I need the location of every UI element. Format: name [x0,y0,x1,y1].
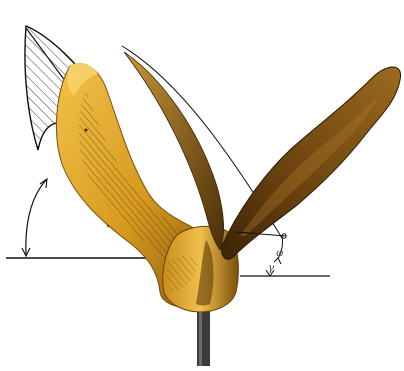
hub-cross-hatch [165,256,198,292]
blade-axis-right [235,231,287,237]
right-blade [221,66,402,260]
angle-label-right: φ [276,248,283,259]
hub-shadow [196,240,214,306]
pivot-marker [281,233,287,239]
middle-blade [123,51,224,251]
angle-arc-left [25,179,47,256]
rotor-shaft-highlight [199,300,202,366]
angle-arrow-right-small [265,269,275,277]
blade-point-left [84,128,88,132]
angle-arrow-left-bottom [21,247,31,258]
angle-label-right-small: γ [268,263,274,274]
blade-point-middle [107,225,109,227]
angle-arrow-right [273,257,282,265]
right-blade-highlight [240,94,380,236]
angle-arrow-left-top [39,177,48,189]
left-blade-edge [67,62,98,96]
